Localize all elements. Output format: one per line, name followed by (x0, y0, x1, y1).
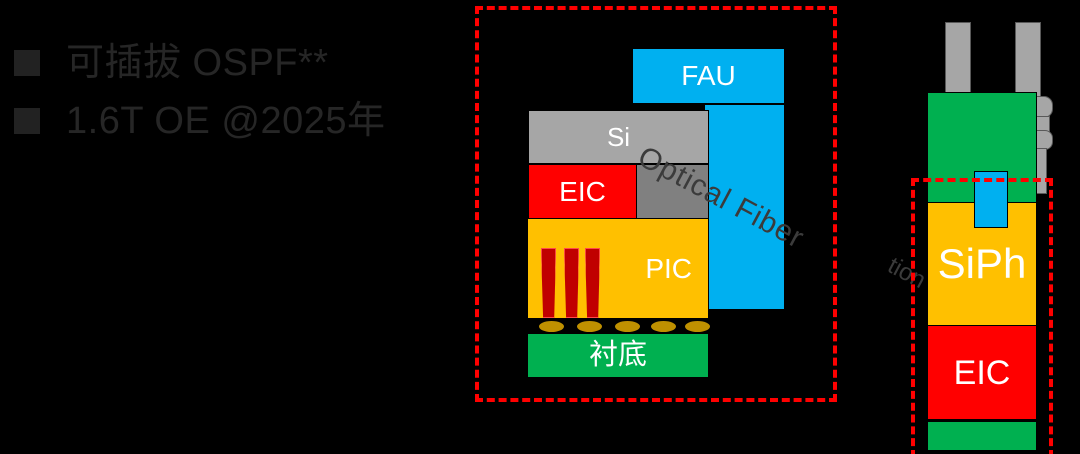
bullet-text-1: 可插拔 OSPF** (66, 42, 329, 84)
solder-bump (650, 320, 677, 333)
list-item: 可插拔 OSPF** (14, 34, 464, 92)
pic-label: PIC (645, 252, 692, 284)
substrate-label: 衬底 (588, 339, 647, 371)
module-eic-block: EIC (927, 325, 1037, 420)
fau-block: FAU (632, 48, 785, 104)
solder-bump (684, 320, 711, 333)
eic-block: EIC (528, 164, 637, 219)
square-bullet-icon (14, 50, 40, 76)
si-interposer-block: Si (528, 110, 709, 164)
eic-label: EIC (559, 175, 606, 207)
list-item: 1.6T OE @2025年 (14, 92, 464, 150)
bullet-list: 可插拔 OSPF** 1.6T OE @2025年 (14, 34, 464, 150)
solder-bump (538, 320, 565, 333)
pic-block: PIC (527, 218, 709, 319)
fau-label: FAU (681, 60, 736, 91)
center-highlight-box (475, 6, 837, 402)
optical-fiber-block (704, 104, 785, 310)
module-base-block (927, 421, 1037, 451)
substrate-block: 衬底 (527, 333, 709, 378)
right-highlight-box (911, 178, 1053, 454)
solder-bump (614, 320, 641, 333)
bullet-text-2: 1.6T OE @2025年 (66, 100, 386, 142)
module-eic-label: EIC (953, 353, 1011, 392)
siph-label: SiPh (937, 240, 1027, 287)
square-bullet-icon (14, 108, 40, 134)
solder-bump (576, 320, 603, 333)
si-label: Si (606, 122, 631, 152)
